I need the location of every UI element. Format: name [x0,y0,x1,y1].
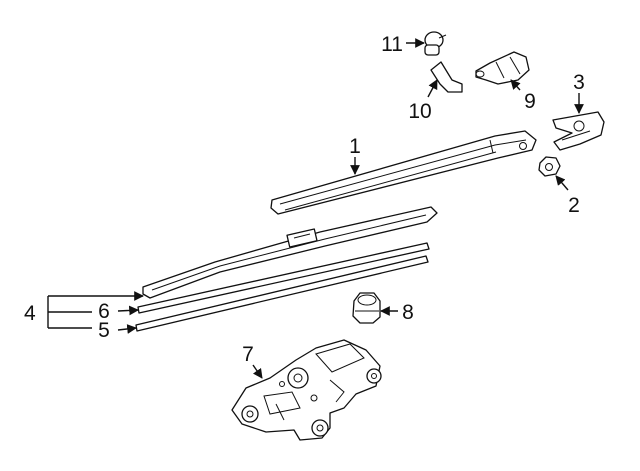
callout-8: 8 [402,301,414,324]
callout-2: 2 [568,194,580,217]
washer-nozzle[interactable] [475,51,530,85]
callout-6: 6 [98,300,110,323]
callout-9: 9 [524,90,536,113]
grommet[interactable] [352,292,381,324]
callout-4: 4 [24,302,36,325]
washer-hose[interactable] [430,61,463,93]
wiper-motor[interactable] [231,339,382,441]
callout-3: 3 [573,71,585,94]
callout-10: 10 [408,100,431,123]
callout-7: 7 [242,343,254,366]
wiper-blade-assembly[interactable] [142,206,438,299]
arm-nut[interactable] [538,156,561,177]
callout-1: 1 [349,135,361,158]
callout-5: 5 [98,319,110,342]
callout-11: 11 [381,33,403,56]
blade-refill-lower[interactable] [135,255,429,332]
check-valve[interactable] [424,31,447,56]
leader-lines [47,38,584,379]
pivot-cap[interactable] [552,111,605,151]
wiper-arm[interactable] [270,130,537,215]
